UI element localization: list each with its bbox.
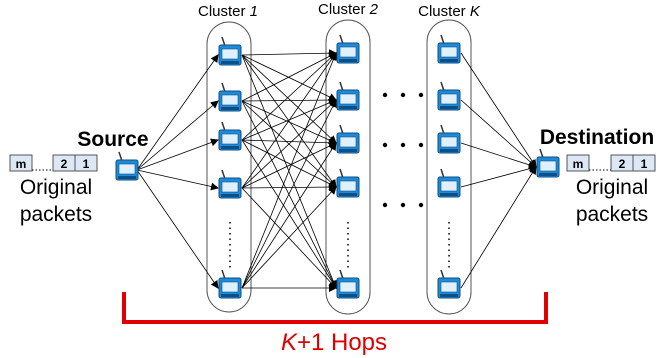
cluster-1-router-icon-3 [218,169,242,199]
cluster-2-router-icon-0 [336,34,360,64]
link-c1-4-to-c2-1 [241,99,337,289]
packet-m-left: m [16,157,27,171]
link-c1-4-to-c2-2 [241,142,337,289]
cluster-k-router-icon-0 [437,34,461,64]
link-c1-3-to-c2-1 [241,99,337,189]
cluster-k-router-icon-3 [437,168,461,198]
link-source-to-c1-2 [136,138,219,171]
link-source-to-c1-3 [136,169,219,191]
link-c1-1-to-c2-1 [241,96,337,105]
destination-label: Destination [540,126,654,149]
link-c1-0-to-c2-2 [241,54,337,144]
packet-sequence-right: m 2 1 [566,154,656,172]
link-c1-1-to-c2-0 [241,52,337,102]
original-packets-right-line2: packets [576,203,648,226]
cluster-2-router-icon-2 [336,124,360,154]
link-c1-2-to-c2-4 [241,139,337,289]
destination-router-icon [536,148,560,178]
horizontal-ellipsis-dot-2-1 [400,202,406,208]
cluster-k-label: Cluster K [418,3,481,20]
link-c1-2-to-c2-2 [241,138,337,147]
cluster-1-router-icon-2 [218,121,242,151]
cluster-2-label: Cluster 2 [318,1,379,18]
link-c1-1-to-c2-2 [241,100,337,144]
packet-1-left: 1 [83,157,90,171]
hops-label: K+1 Hops [281,329,387,356]
horizontal-ellipsis-dot-0-0 [382,92,388,98]
source-router-icon [115,151,139,181]
cluster-1-boundary [206,21,252,313]
cluster-k-boundary [426,19,472,315]
link-c1-3-to-c2-0 [241,52,337,189]
link-c1-0-to-c2-1 [241,54,337,101]
original-packets-right-line1: Original [576,176,648,199]
link-c1-0-to-c2-0 [241,49,337,58]
cluster-1-router-icon-4 [218,269,242,299]
link-c1-2-to-c2-0 [241,52,337,141]
horizontal-ellipsis-dot-2-2 [418,202,424,208]
cluster-2-router-icon-3 [336,168,360,198]
cluster-k-router-icon-4 [437,269,461,299]
link-c1-4-to-c2-3 [241,186,337,289]
horizontal-ellipsis-dot-1-1 [400,142,406,148]
cluster-1-router-icon-0 [218,36,242,66]
link-ck-2-to-destination [460,142,537,169]
packet-2-left: 2 [61,157,68,171]
horizontal-ellipsis-dot-0-1 [400,92,406,98]
original-packets-left-line1: Original [20,176,92,199]
horizontal-ellipsis-dot-2-0 [382,202,388,208]
packet-1-right: 1 [641,157,648,171]
link-ck-1-to-destination [460,99,537,168]
cluster-2-router-icon-1 [336,81,360,111]
horizontal-ellipsis-dot-1-2 [418,142,424,148]
link-c1-3-to-c2-2 [241,142,337,189]
packet-sequence-left: m 2 1 [9,154,98,172]
link-ck-4-to-destination [460,166,537,289]
horizontal-ellipsis-dot-1-0 [382,142,388,148]
link-ck-0-to-destination [460,52,537,168]
cluster-2-boundary [325,19,371,315]
original-packets-left-line2: packets [20,203,92,226]
cluster-k-router-icon-1 [437,81,461,111]
link-ck-3-to-destination [460,164,537,188]
cluster-2-router-icon-4 [336,269,360,299]
packet-2-right: 2 [619,157,626,171]
cluster-1-label: Cluster 1 [198,3,258,20]
hops-bracket [122,292,548,324]
link-source-to-c1-0 [136,54,219,171]
link-c1-3-to-c2-3 [241,183,337,192]
link-c1-2-to-c2-3 [241,139,337,188]
horizontal-ellipsis-dot-0-2 [418,92,424,98]
link-source-to-c1-1 [136,100,219,171]
cluster-k-router-icon-2 [437,124,461,154]
link-c1-4-to-c2-0 [241,52,338,289]
cluster-1-router-icon-1 [218,82,242,112]
source-label: Source [77,128,148,151]
link-source-to-c1-4 [136,169,219,289]
packet-m-right: m [573,157,584,171]
